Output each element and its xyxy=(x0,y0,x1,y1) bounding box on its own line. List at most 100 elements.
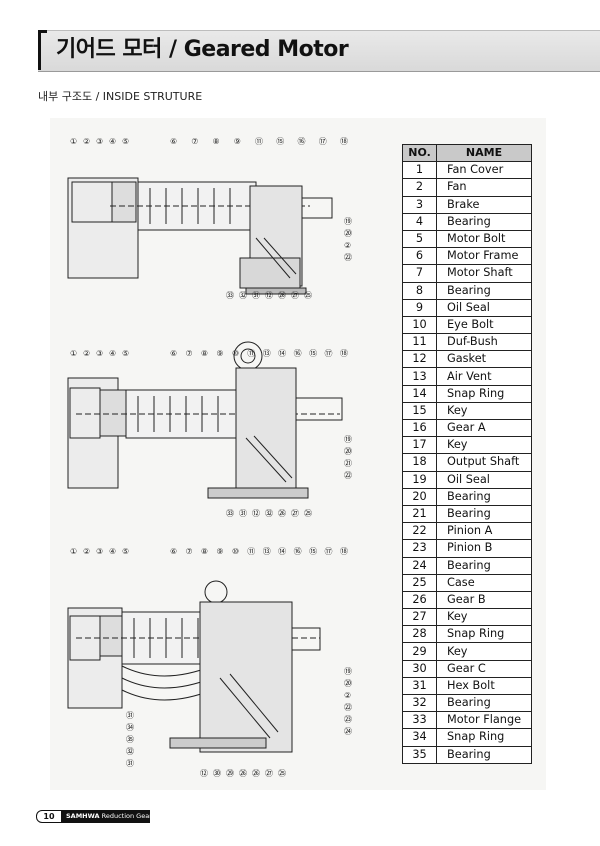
part-name: Bearing xyxy=(436,212,532,231)
brand-label: SAMHWA Reduction Gear xyxy=(62,810,152,823)
callout-label: ⑰ xyxy=(325,547,333,556)
part-number: 6 xyxy=(402,247,437,266)
callout-label: ⑮ xyxy=(309,547,317,556)
drawing-2 xyxy=(67,341,343,499)
part-name: Motor Bolt xyxy=(436,229,532,249)
callout-label: ㉛ xyxy=(239,509,247,518)
part-name: Output Shaft xyxy=(436,453,532,472)
callout-label: ㉝ xyxy=(226,509,234,518)
part-name: Bearing xyxy=(436,281,532,300)
callout-label: ㉗ xyxy=(291,291,299,300)
callout-label: ⑪ xyxy=(247,349,255,358)
part-number: 12 xyxy=(402,350,437,369)
part-number: 34 xyxy=(402,728,437,747)
callout-label: ㉓ xyxy=(344,715,352,724)
part-number: 26 xyxy=(402,590,437,610)
callout-label: ⑲ xyxy=(344,217,352,226)
callout-label: ㉚ xyxy=(213,769,221,778)
callout-label: ㉛ xyxy=(252,291,260,300)
part-number: 32 xyxy=(402,693,437,713)
part-number: 13 xyxy=(402,367,437,386)
callout-label: ㉒ xyxy=(344,703,352,712)
page-number: 10 xyxy=(36,810,62,823)
callout-label: ⑨ xyxy=(216,349,223,358)
part-number: 19 xyxy=(402,470,437,489)
callout-label: ⑬ xyxy=(263,349,271,358)
callout-label: ⑯ xyxy=(298,137,306,146)
callout-label: ㉑ xyxy=(344,459,352,468)
callout-label: ⑧ xyxy=(213,137,220,146)
part-number: 21 xyxy=(402,504,437,524)
drawing-1 xyxy=(67,177,333,295)
callout-label: ⑧ xyxy=(201,349,208,358)
callout-label: ⑫ xyxy=(265,291,273,300)
callout-label: ⑪ xyxy=(255,137,263,146)
callout-label: ⑬ xyxy=(263,547,271,556)
part-name: Bearing xyxy=(436,693,532,713)
callout-label: ㉗ xyxy=(265,769,273,778)
part-name: Bearing xyxy=(436,504,532,524)
callout-label: ⑦ xyxy=(191,137,198,146)
part-name: Case xyxy=(436,573,532,592)
part-number: 24 xyxy=(402,556,437,575)
callout-label: ② xyxy=(83,137,90,146)
callout-label: ⑱ xyxy=(340,349,348,358)
part-number: 5 xyxy=(402,229,437,249)
part-name: Bearing xyxy=(436,487,532,506)
callout-label: ⑳ xyxy=(344,679,352,688)
callout-label: ㉗ xyxy=(291,509,299,518)
part-name: Gasket xyxy=(436,350,532,369)
callout-label: ⑲ xyxy=(344,435,352,444)
callout-label: ⑥ xyxy=(170,547,177,556)
callout-label: ⑤ xyxy=(122,547,129,556)
part-number: 10 xyxy=(402,315,437,335)
part-number: 7 xyxy=(402,264,437,283)
part-name: Snap Ring xyxy=(436,728,532,747)
callout-label: ④ xyxy=(109,137,116,146)
part-name: Bearing xyxy=(436,745,532,764)
callout-label: ⑮ xyxy=(276,137,284,146)
part-name: Gear A xyxy=(436,418,532,438)
part-name: Fan xyxy=(436,178,532,197)
title-bar xyxy=(38,30,600,72)
part-name: Oil Seal xyxy=(436,470,532,489)
callout-label: ⑮ xyxy=(309,349,317,358)
callout-label: ⑳ xyxy=(344,229,352,238)
callout-label: ② xyxy=(344,691,351,700)
callout-label: ⑧ xyxy=(201,547,208,556)
part-name: Snap Ring xyxy=(436,384,532,403)
part-name: Motor Flange xyxy=(436,711,532,730)
callout-label: ⑲ xyxy=(344,667,352,676)
part-name: Pinion A xyxy=(436,522,532,541)
callout-label: ㉕ xyxy=(304,509,312,518)
callout-label: ㉞ xyxy=(126,723,134,732)
callout-label: ⑩ xyxy=(232,349,239,358)
callout-label: ③ xyxy=(96,547,103,556)
callout-label: ㉛ xyxy=(126,711,134,720)
part-name: Brake xyxy=(436,195,532,214)
part-number: 15 xyxy=(402,401,437,421)
callout-label: ② xyxy=(344,241,351,250)
callout-label: ⑥ xyxy=(170,349,177,358)
part-number: 18 xyxy=(402,453,437,472)
callout-label: ㉕ xyxy=(304,291,312,300)
callout-label: ㉙ xyxy=(226,769,234,778)
part-name: Motor Shaft xyxy=(436,264,532,283)
